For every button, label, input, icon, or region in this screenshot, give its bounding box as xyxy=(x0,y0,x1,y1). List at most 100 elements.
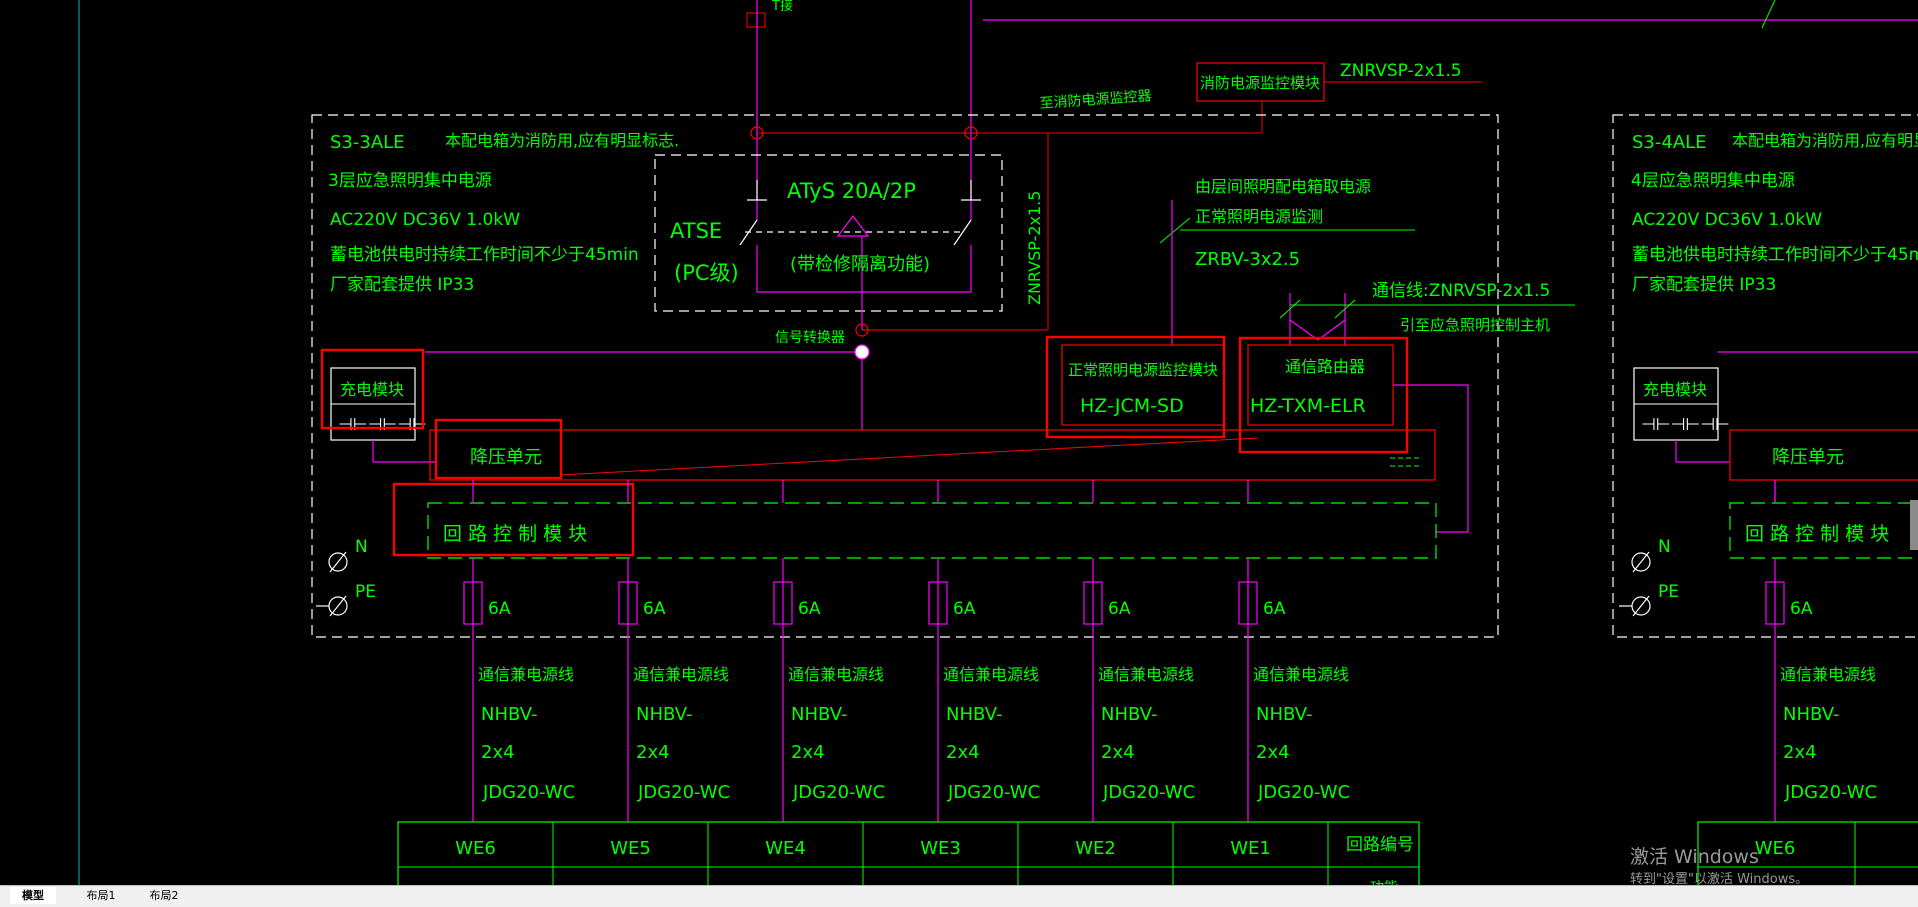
atse-actuator-icon xyxy=(836,215,870,237)
left-line4: 厂家配套提供 IP33 xyxy=(330,275,474,295)
signal-converter-icon[interactable] xyxy=(854,344,870,360)
circuit-cable-size: 2x4 xyxy=(1101,742,1135,763)
tab-layout-1[interactable]: 布局1 xyxy=(86,889,116,902)
fuse-rating: 6A xyxy=(953,599,976,619)
right-loop-control-label: 回 路 控 制 模 块 xyxy=(1745,523,1889,545)
fuse-icon xyxy=(463,581,483,625)
atse-label: ATSE xyxy=(670,219,722,243)
step-down-label: 降压单元 xyxy=(470,447,542,468)
circuit-cable: NHBV- xyxy=(791,704,848,725)
right-line3: 蓄电池供电时持续工作时间不少于45min xyxy=(1632,245,1918,265)
right-scroll-handle[interactable] xyxy=(1910,500,1918,550)
signal-converter-label: 信号转换器 xyxy=(775,329,845,346)
table-circuit-WE5: WE5 xyxy=(610,838,651,859)
right-battery-icon: ⊣⊢⊣⊢⊣⊢ xyxy=(1641,415,1730,435)
fuse-rating: 6A xyxy=(1263,599,1286,619)
fuse-icon xyxy=(1238,581,1258,625)
fuse-icon xyxy=(928,581,948,625)
n-terminal-icon xyxy=(328,552,348,572)
highlight-charger xyxy=(320,348,425,430)
circuit-cable-size: 2x4 xyxy=(1783,742,1817,763)
table-circuit-WE3: WE3 xyxy=(920,838,961,859)
circuit-label: 通信兼电源线 xyxy=(1780,665,1876,684)
fuse-rating: 6A xyxy=(798,599,821,619)
circuit-cable-size: 2x4 xyxy=(791,742,825,763)
tab-model[interactable]: 模型 xyxy=(10,887,56,904)
fuse-rating: 6A xyxy=(1790,599,1813,619)
top-mark-box xyxy=(746,12,766,28)
left-line3: 蓄电池供电时持续工作时间不少于45min xyxy=(330,245,639,265)
circuit-cable: NHBV- xyxy=(481,704,538,725)
fuse-icon xyxy=(1765,581,1785,625)
left-note: 本配电箱为消防用,应有明显标志. xyxy=(445,131,679,150)
circuit-cable: NHBV- xyxy=(1783,704,1840,725)
normal-source-line1: 由层间照明配电箱取电源 xyxy=(1195,177,1371,196)
to-monitor-label: 至消防电源监控器 xyxy=(1039,88,1152,112)
highlight-loop-control xyxy=(392,482,635,557)
tab-layout-2[interactable]: 布局2 xyxy=(149,889,179,902)
comm-dest-label: 引至应急照明控制主机 xyxy=(1400,316,1550,334)
table-circuit-WE2: WE2 xyxy=(1075,838,1116,859)
right-charger-label: 充电模块 xyxy=(1643,380,1707,399)
table-circuit-WE4: WE4 xyxy=(765,838,806,859)
top-mark: T接 xyxy=(771,0,793,14)
circuit-conduit: JDG20-WC xyxy=(1784,782,1877,803)
circuit-cable: NHBV- xyxy=(1256,704,1313,725)
windows-watermark-title: 激活 Windows xyxy=(1630,846,1759,868)
normal-source-cable: ZRBV-3x2.5 xyxy=(1195,249,1300,270)
layout-tab-bar: 模型 布局1 布局2 xyxy=(0,885,1918,907)
circuit-label: 通信兼电源线 xyxy=(478,665,574,684)
normal-monitor-name: 正常照明电源监控模块 xyxy=(1068,361,1218,379)
circuit-label: 通信兼电源线 xyxy=(1253,665,1349,684)
circuit-cable: NHBV- xyxy=(636,704,693,725)
circuit-cable-size: 2x4 xyxy=(636,742,670,763)
circuit-label: 通信兼电源线 xyxy=(788,665,884,684)
loop-control-label: 回 路 控 制 模 块 xyxy=(443,523,587,545)
atse-class: (PC级) xyxy=(674,261,739,285)
normal-source-line2: 正常照明电源监测 xyxy=(1195,207,1323,226)
highlight-step-down xyxy=(434,418,563,480)
circuit-conduit: JDG20-WC xyxy=(482,782,575,803)
pe-label: PE xyxy=(355,582,376,602)
comm-router-model: HZ-TXM-ELR xyxy=(1250,395,1366,417)
fuse-icon xyxy=(1083,581,1103,625)
circuit-label: 通信兼电源线 xyxy=(943,665,1039,684)
windows-watermark-hint: 转到"设置"以激活 Windows。 xyxy=(1630,872,1809,887)
fuse-rating: 6A xyxy=(1108,599,1131,619)
circuit-conduit: JDG20-WC xyxy=(1102,782,1195,803)
right-note: 本配电箱为消防用,应有明显标志. xyxy=(1732,131,1918,150)
left-enclosure xyxy=(311,114,1499,638)
right-line4: 厂家配套提供 IP33 xyxy=(1632,275,1776,295)
circuit-cable-size: 2x4 xyxy=(481,742,515,763)
comm-cable-label: 通信线:ZNRVSP-2x1.5 xyxy=(1372,281,1550,301)
circuit-conduit: JDG20-WC xyxy=(947,782,1040,803)
circuit-conduit: JDG20-WC xyxy=(792,782,885,803)
fire-cable-label: ZNRVSP-2x1.5 xyxy=(1340,61,1462,81)
circuit-conduit: JDG20-WC xyxy=(637,782,730,803)
right-enclosure xyxy=(1612,114,1918,638)
table-circuit-WE1: WE1 xyxy=(1230,838,1271,859)
left-line1: 3层应急照明集中电源 xyxy=(328,171,492,191)
fuse-rating: 6A xyxy=(643,599,666,619)
fire-module-label: 消防电源监控模块 xyxy=(1200,74,1320,92)
circuit-label: 通信兼电源线 xyxy=(633,665,729,684)
table-circuit-WE6: WE6 xyxy=(455,838,496,859)
fuse-rating: 6A xyxy=(488,599,511,619)
fuse-icon xyxy=(773,581,793,625)
fuse-icon xyxy=(618,581,638,625)
right-pe-label: PE xyxy=(1658,582,1679,602)
battery-icon: ⊣⊢⊣⊢⊣⊢ xyxy=(338,415,427,435)
highlight-normal-monitor xyxy=(1045,335,1226,439)
atse-rating: ATyS 20A/2P xyxy=(787,179,916,203)
circuit-cable: NHBV- xyxy=(946,704,1003,725)
highlight-comm-router xyxy=(1238,336,1409,454)
right-line1: 4层应急照明集中电源 xyxy=(1631,171,1795,191)
